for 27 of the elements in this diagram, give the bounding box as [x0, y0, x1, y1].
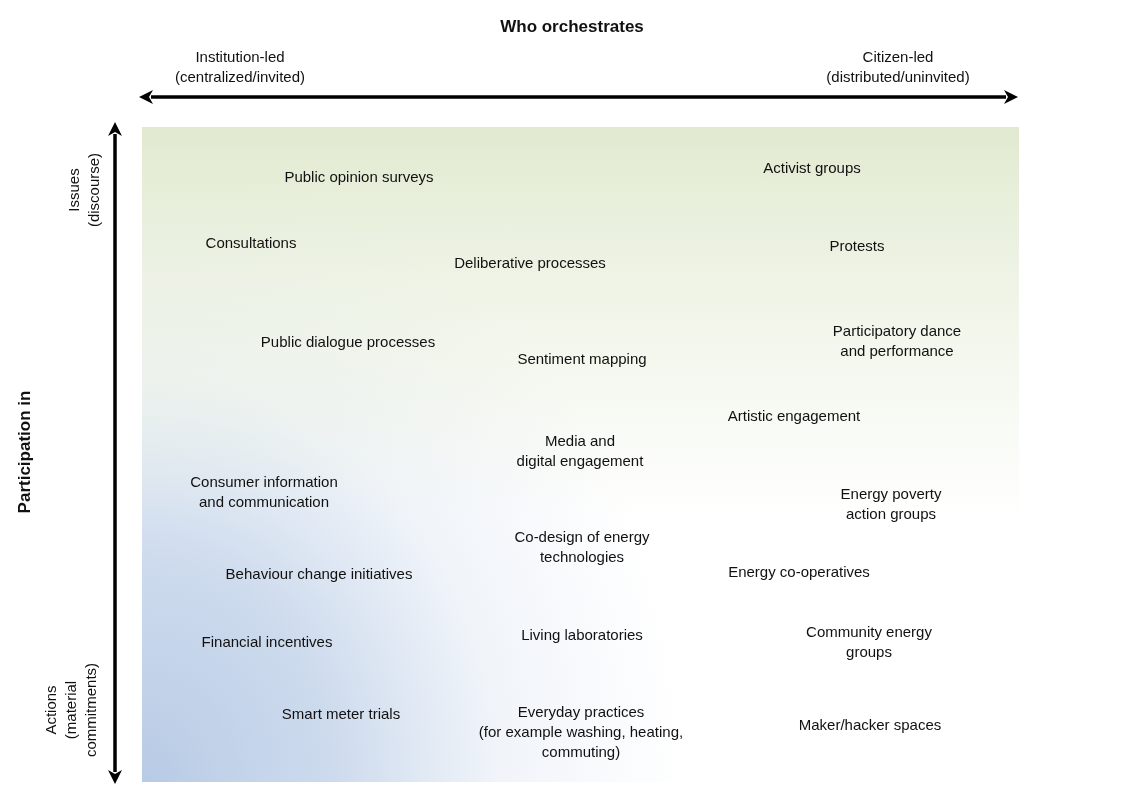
category-label: Maker/hacker spaces: [798, 715, 942, 735]
category-label: Protests: [829, 236, 885, 256]
category-label: Public dialogue processes: [260, 332, 436, 352]
category-label: Activist groups: [763, 158, 861, 178]
category-label: Consumer information and communication: [190, 472, 338, 512]
category-label: Sentiment mapping: [517, 349, 647, 369]
category-label: Co-design of energy technologies: [514, 527, 650, 567]
axis-end-label: Actions (material commitments): [41, 662, 100, 758]
axis-end-label: Institution-led (centralized/invited): [174, 47, 306, 87]
axis-title: Participation in: [15, 390, 35, 514]
category-label: Deliberative processes: [454, 253, 606, 273]
category-label: Financial incentives: [201, 632, 333, 652]
category-label: Energy co-operatives: [728, 562, 870, 582]
category-label: Smart meter trials: [281, 704, 401, 724]
category-label: Behaviour change initiatives: [225, 564, 413, 584]
category-label: Participatory dance and performance: [832, 321, 962, 361]
category-label: Consultations: [205, 233, 297, 253]
axis-end-label: Citizen-led (distributed/uninvited): [826, 47, 970, 87]
category-label: Community energy groups: [806, 622, 932, 662]
category-label: Artistic engagement: [727, 406, 861, 426]
category-label: Everyday practices (for example washing, heating, commuting): [478, 702, 684, 762]
category-label: Energy poverty action groups: [840, 484, 942, 524]
category-label: Media and digital engagement: [516, 431, 644, 471]
category-label: Living laboratories: [521, 625, 643, 645]
axis-title: Who orchestrates: [500, 17, 644, 37]
axis-end-label: Issues (discourse): [64, 152, 103, 228]
category-label: Public opinion surveys: [284, 167, 434, 187]
